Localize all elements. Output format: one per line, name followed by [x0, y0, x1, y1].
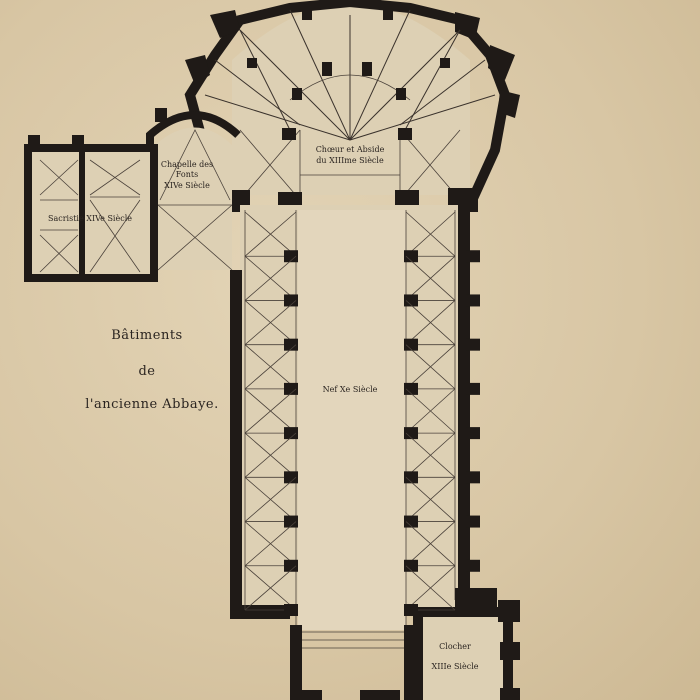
west-porch — [290, 625, 418, 700]
buttress — [466, 382, 480, 395]
buttress — [466, 559, 480, 572]
nave-bays — [244, 211, 480, 616]
choeur-label-line-2: du XIIIme Siècle — [316, 156, 384, 165]
nave — [230, 205, 470, 630]
buttress — [466, 250, 480, 263]
chapelle-label-line-3: XIVe Siècle — [164, 181, 210, 190]
nef-label: Nef Xe Siècle — [322, 385, 378, 394]
nave-pier — [284, 559, 298, 572]
buttress — [466, 515, 480, 528]
nave-pier — [284, 382, 298, 395]
nave-pier — [284, 604, 298, 616]
nave-pier — [404, 382, 418, 395]
nave-pier — [404, 604, 418, 616]
buttress — [466, 427, 480, 440]
buttress — [466, 338, 480, 351]
choeur-label-line-1: Chœur et Abside — [315, 145, 385, 154]
clocher-label-line-2: XIIIe Siècle — [431, 662, 479, 671]
nave-pier — [284, 338, 298, 351]
nave-pier — [404, 338, 418, 351]
side-label-line-3: l'ancienne Abbaye. — [85, 397, 219, 412]
apse — [184, 0, 520, 216]
side-label-line-1: Bâtiments — [111, 328, 183, 343]
nave-pier — [404, 250, 418, 263]
chapelle-label-line-2: Fonts — [175, 170, 199, 179]
nave-pier — [284, 250, 298, 263]
nave-pier — [404, 559, 418, 572]
nave-pier — [404, 294, 418, 307]
nave-pier — [284, 515, 298, 528]
nave-pier — [404, 427, 418, 440]
nave-pier — [284, 427, 298, 440]
nave-pier — [404, 471, 418, 484]
side-label-line-2: de — [138, 364, 156, 379]
buttress — [466, 604, 480, 616]
buttress — [466, 294, 480, 307]
chapelle-label-line-1: Chapelle des — [160, 160, 214, 169]
clocher-label-line-1: Clocher — [439, 642, 471, 651]
chapelle-des-fonts — [146, 108, 241, 275]
nave-pier — [284, 294, 298, 307]
nave-pier — [404, 515, 418, 528]
sacristie-label: Sacristie XIVe Siècle — [48, 214, 132, 223]
buttress — [466, 471, 480, 484]
sacristie — [24, 135, 158, 282]
nave-pier — [284, 471, 298, 484]
